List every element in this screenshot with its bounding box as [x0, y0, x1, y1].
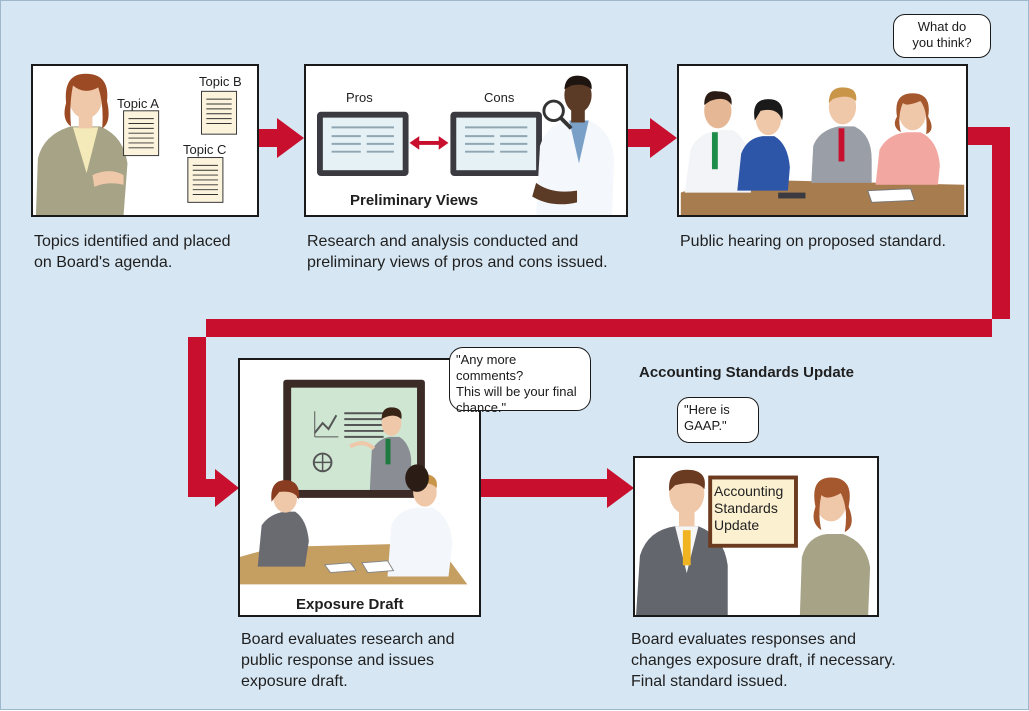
arrow-head-2 [650, 118, 677, 158]
speech-bubble-exposure: "Any more comments? This will be your fi… [449, 347, 591, 415]
accounting-standards-update-heading: Accounting Standards Update [639, 364, 855, 381]
final-standard-panel: Accounting Standards Update [633, 456, 879, 617]
public-hearing-panel [677, 64, 968, 217]
arrow-shaft-4 [481, 479, 611, 497]
board-text: Accounting Standards Update [714, 483, 784, 533]
topic-a-label: Topic A [117, 96, 159, 111]
exposure-draft-title: Exposure Draft [296, 596, 404, 613]
caption-research: Research and analysis conducted and prel… [307, 233, 608, 271]
speech-bubble-hearing: What do you think? [893, 14, 991, 58]
preliminary-views-title: Preliminary Views [350, 192, 479, 209]
caption-topics: Topics identified and placed on Board's … [34, 233, 231, 271]
topic-b-label: Topic B [199, 74, 242, 89]
exposure-draft-illustration [240, 379, 479, 615]
paper-on-table [867, 188, 916, 203]
final-standard-illustration [636, 469, 871, 615]
arrow-head-3 [215, 469, 239, 507]
caption-hearing: Public hearing on proposed standard. [680, 233, 946, 250]
caption-exposure: Board evaluates research and public resp… [241, 631, 455, 690]
double-arrow [409, 136, 449, 150]
arrow-shaft-2 [627, 129, 652, 147]
tablet-icon [778, 192, 806, 199]
caption-final: Board evaluates responses and changes ex… [631, 631, 896, 690]
topic-b-document [200, 90, 238, 135]
public-hearing-illustration [680, 87, 965, 215]
exposure-draft-panel: Exposure Draft [238, 358, 481, 617]
cons-label: Cons [484, 90, 515, 105]
topic-documents [123, 90, 238, 203]
arrow-head-4 [607, 468, 634, 508]
arrow-shaft-1 [257, 129, 279, 147]
preliminary-views-panel: Pros Cons Preliminary Views [304, 64, 628, 217]
woman-illustration [35, 73, 128, 215]
arrow-head-1 [277, 118, 304, 158]
line-chart-icon [313, 414, 338, 434]
magnifier-icon [542, 99, 565, 122]
speech-bubble-gaap: "Here is GAAP." [677, 397, 759, 443]
topic-c-label: Topic C [183, 142, 227, 157]
topics-panel: Topic A Topic B Topic C [31, 64, 259, 217]
preliminary-views-illustration [317, 75, 615, 215]
pros-label: Pros [346, 90, 373, 105]
